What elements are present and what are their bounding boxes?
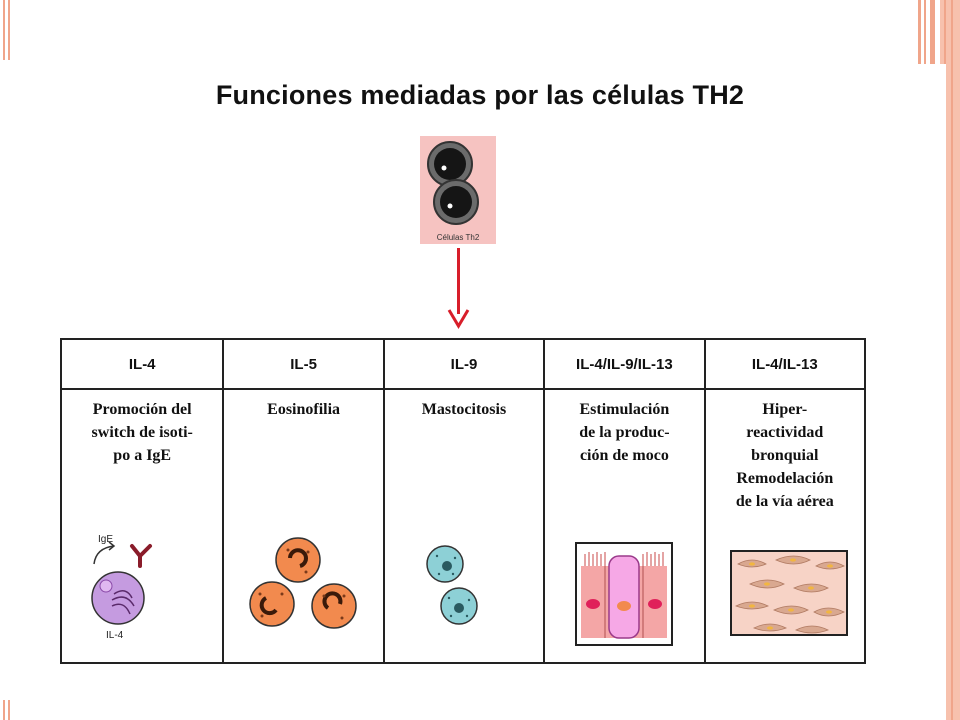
column-il4-il13: IL-4/IL-13 Hiper- reactividad bronquial … xyxy=(703,340,864,662)
column-header: IL-5 xyxy=(224,340,383,390)
mast-cell-icon xyxy=(426,545,464,583)
b-cell-ige-illustration: IgE IL-4 xyxy=(91,534,152,641)
th2-cells-label: Células Th2 xyxy=(436,233,480,242)
antibody-icon xyxy=(130,544,152,568)
goblet-cell-icon xyxy=(608,555,640,639)
mast-cell-icon xyxy=(440,587,478,625)
column-header: IL-9 xyxy=(384,340,544,390)
th2-cells-icon xyxy=(427,141,479,225)
il4-label: IL-4 xyxy=(106,630,124,641)
column-description: Mastocitosis xyxy=(421,401,507,418)
column-description: Promoción del switch de isoti- po a IgE xyxy=(91,401,193,464)
column-header: IL-4/IL-9/IL-13 xyxy=(545,340,704,390)
eosinophils-illustration xyxy=(249,537,358,629)
eosinophil-icon xyxy=(311,583,358,629)
column-il4-il9-il13: IL-4/IL-9/IL-13 Estimulación de la produ… xyxy=(543,340,704,662)
column-il5: IL-5 Eosinofilia xyxy=(222,340,383,662)
column-il4: IL-4 Promoción del switch de isoti- po a… xyxy=(62,340,223,662)
functions-table: IL-4 Promoción del switch de isoti- po a… xyxy=(60,338,866,664)
column-description: Hiper- reactividad bronquial Remodelació… xyxy=(735,401,834,510)
slide-title: Funciones mediadas por las células TH2 xyxy=(215,80,745,110)
column-header: IL-4/IL-13 xyxy=(705,340,864,390)
mucus-epithelium-illustration xyxy=(575,542,674,646)
th2-cells-panel: Células Th2 xyxy=(420,136,496,244)
mast-cells-illustration xyxy=(426,545,478,625)
arrow-down-icon xyxy=(447,248,470,329)
column-description: Eosinofilia xyxy=(267,401,341,418)
curved-arrow-icon xyxy=(93,545,115,565)
eosinophil-icon xyxy=(249,581,296,627)
airway-remodeling-illustration xyxy=(729,550,848,636)
eosinophil-icon xyxy=(275,537,322,583)
column-header: IL-4 xyxy=(62,340,223,390)
column-description: Estimulación de la produc- ción de moco xyxy=(579,401,670,464)
ige-label: IgE xyxy=(98,534,113,545)
column-il9: IL-9 Mastocitosis xyxy=(382,340,544,662)
